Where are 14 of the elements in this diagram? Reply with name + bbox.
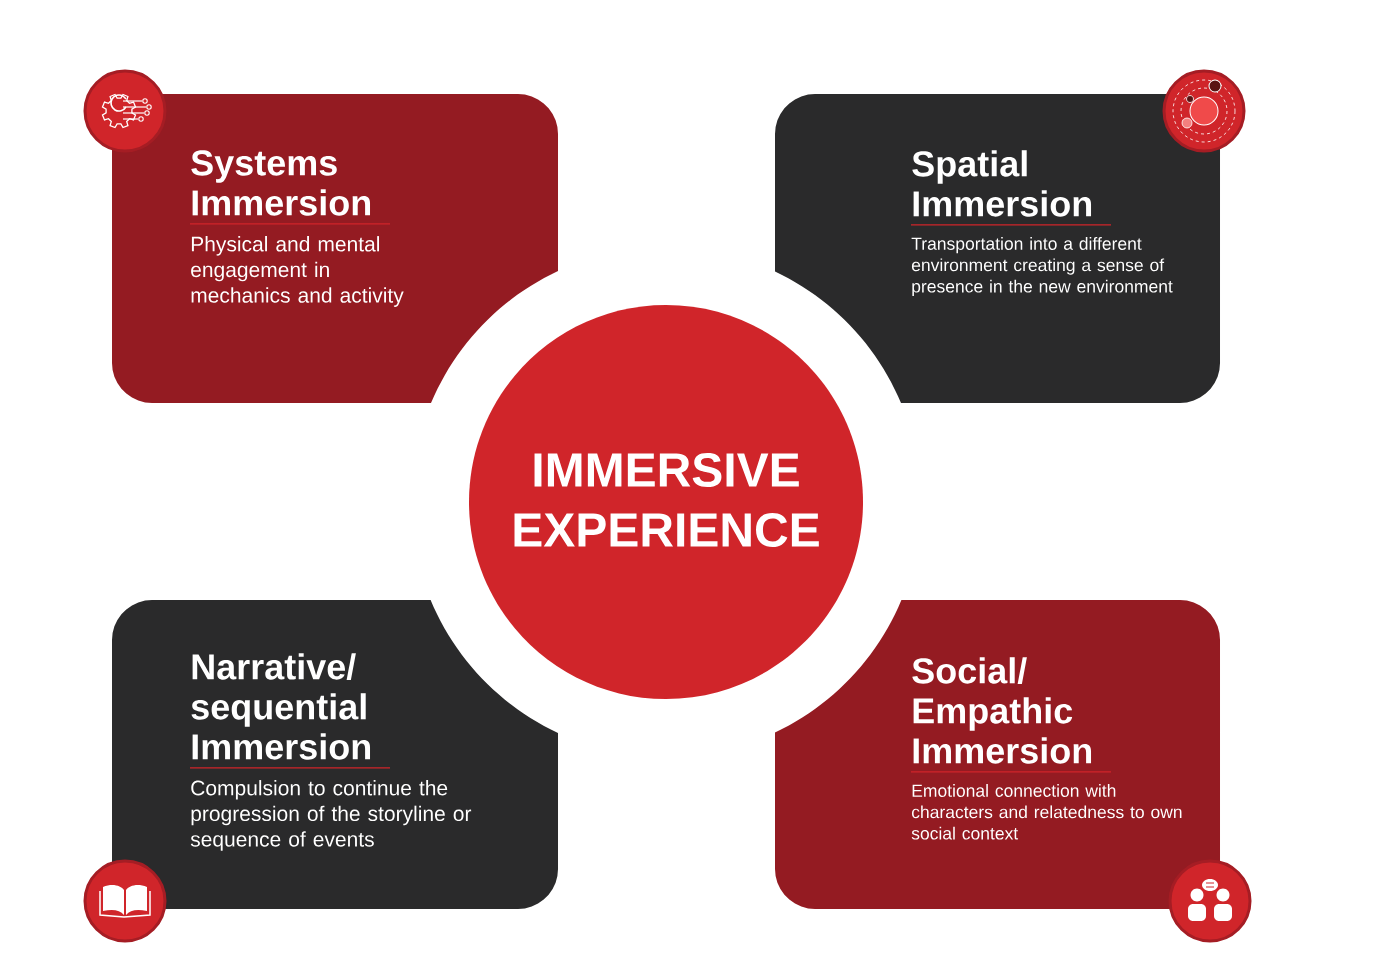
description: Compulsion to continue the progression of the storyline or sequence of events [190, 780, 472, 851]
heading: Spatial Immersion [912, 150, 1091, 217]
card [112, 600, 558, 909]
description: Emotional connection with characters and relatedness to own social context [911, 784, 1182, 840]
heading: Narrative/ sequential Immersion [191, 653, 370, 760]
center-circle [469, 305, 863, 699]
description: Transportation into a different environment creating a sense of presence in the new environment [911, 237, 1173, 297]
description: Physical and mental engagement in mechanics and activity [191, 236, 404, 307]
title: IMMERSIVE EXPERIENCE [514, 453, 819, 547]
card [112, 94, 558, 403]
heading: Social/ Empathic Immersion [912, 657, 1091, 764]
card [775, 94, 1220, 403]
heading: Systems Immersion [191, 150, 370, 216]
card [775, 600, 1220, 909]
